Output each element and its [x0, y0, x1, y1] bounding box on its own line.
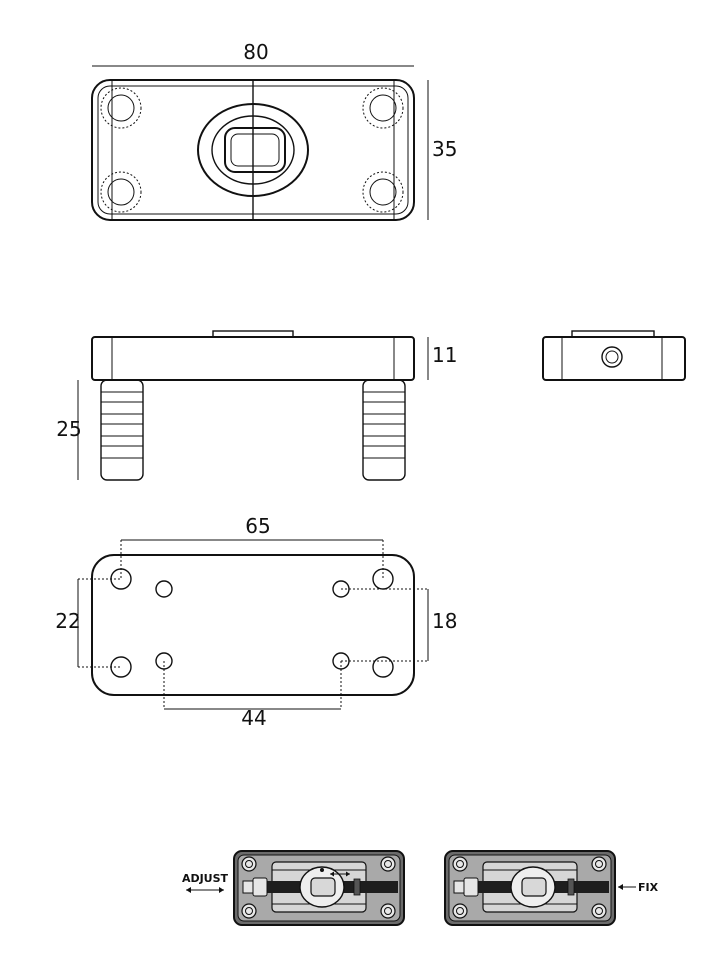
top-width-label: 80: [243, 40, 268, 64]
screw-length-label: 25: [56, 417, 81, 441]
adjust-arrow-icon: [186, 887, 224, 893]
bottom-plate: [91, 554, 415, 696]
end-block: [542, 336, 686, 381]
bottom-right-label: 18: [432, 609, 457, 633]
bottom-hole-top-left: [110, 568, 132, 590]
top-hole-bottom-left: [100, 171, 142, 213]
fix-detail: [444, 850, 616, 926]
adjust-detail: [233, 850, 405, 926]
adjust-label: ADJUST: [182, 872, 229, 885]
bottom-hole-top-right: [372, 568, 394, 590]
front-plate: [91, 336, 415, 381]
front-screw-right: [362, 379, 406, 481]
bottom-hole-bottom-left: [110, 656, 132, 678]
bottom-small-hole-bottom-right: [332, 652, 350, 670]
front-screw-left: [100, 379, 144, 481]
front-view: 11 25: [56, 330, 457, 481]
bottom-left-label: 22: [55, 609, 80, 633]
bottom-inner-label: 44: [241, 706, 266, 730]
top-height-label: 35: [432, 137, 457, 161]
top-hole-top-right: [362, 87, 404, 129]
end-hole-inner: [605, 350, 619, 364]
fix-arrow-icon: [618, 884, 636, 890]
bottom-small-hole-bottom-left: [155, 652, 173, 670]
end-hole-outer: [601, 346, 623, 368]
top-hole-top-left: [100, 87, 142, 129]
bottom-small-hole-top-right: [332, 580, 350, 598]
bottom-view: 65 22 18 44: [55, 514, 457, 730]
top-center-cam: [197, 103, 309, 197]
top-hole-bottom-right: [362, 171, 404, 213]
bottom-outer-label: 65: [245, 514, 270, 538]
fix-label: FIX: [638, 881, 659, 894]
end-view: [542, 330, 686, 381]
bottom-hole-bottom-right: [372, 656, 394, 678]
side-height-label: 11: [432, 343, 457, 367]
bottom-small-hole-top-left: [155, 580, 173, 598]
top-view: 80 35: [91, 40, 457, 221]
